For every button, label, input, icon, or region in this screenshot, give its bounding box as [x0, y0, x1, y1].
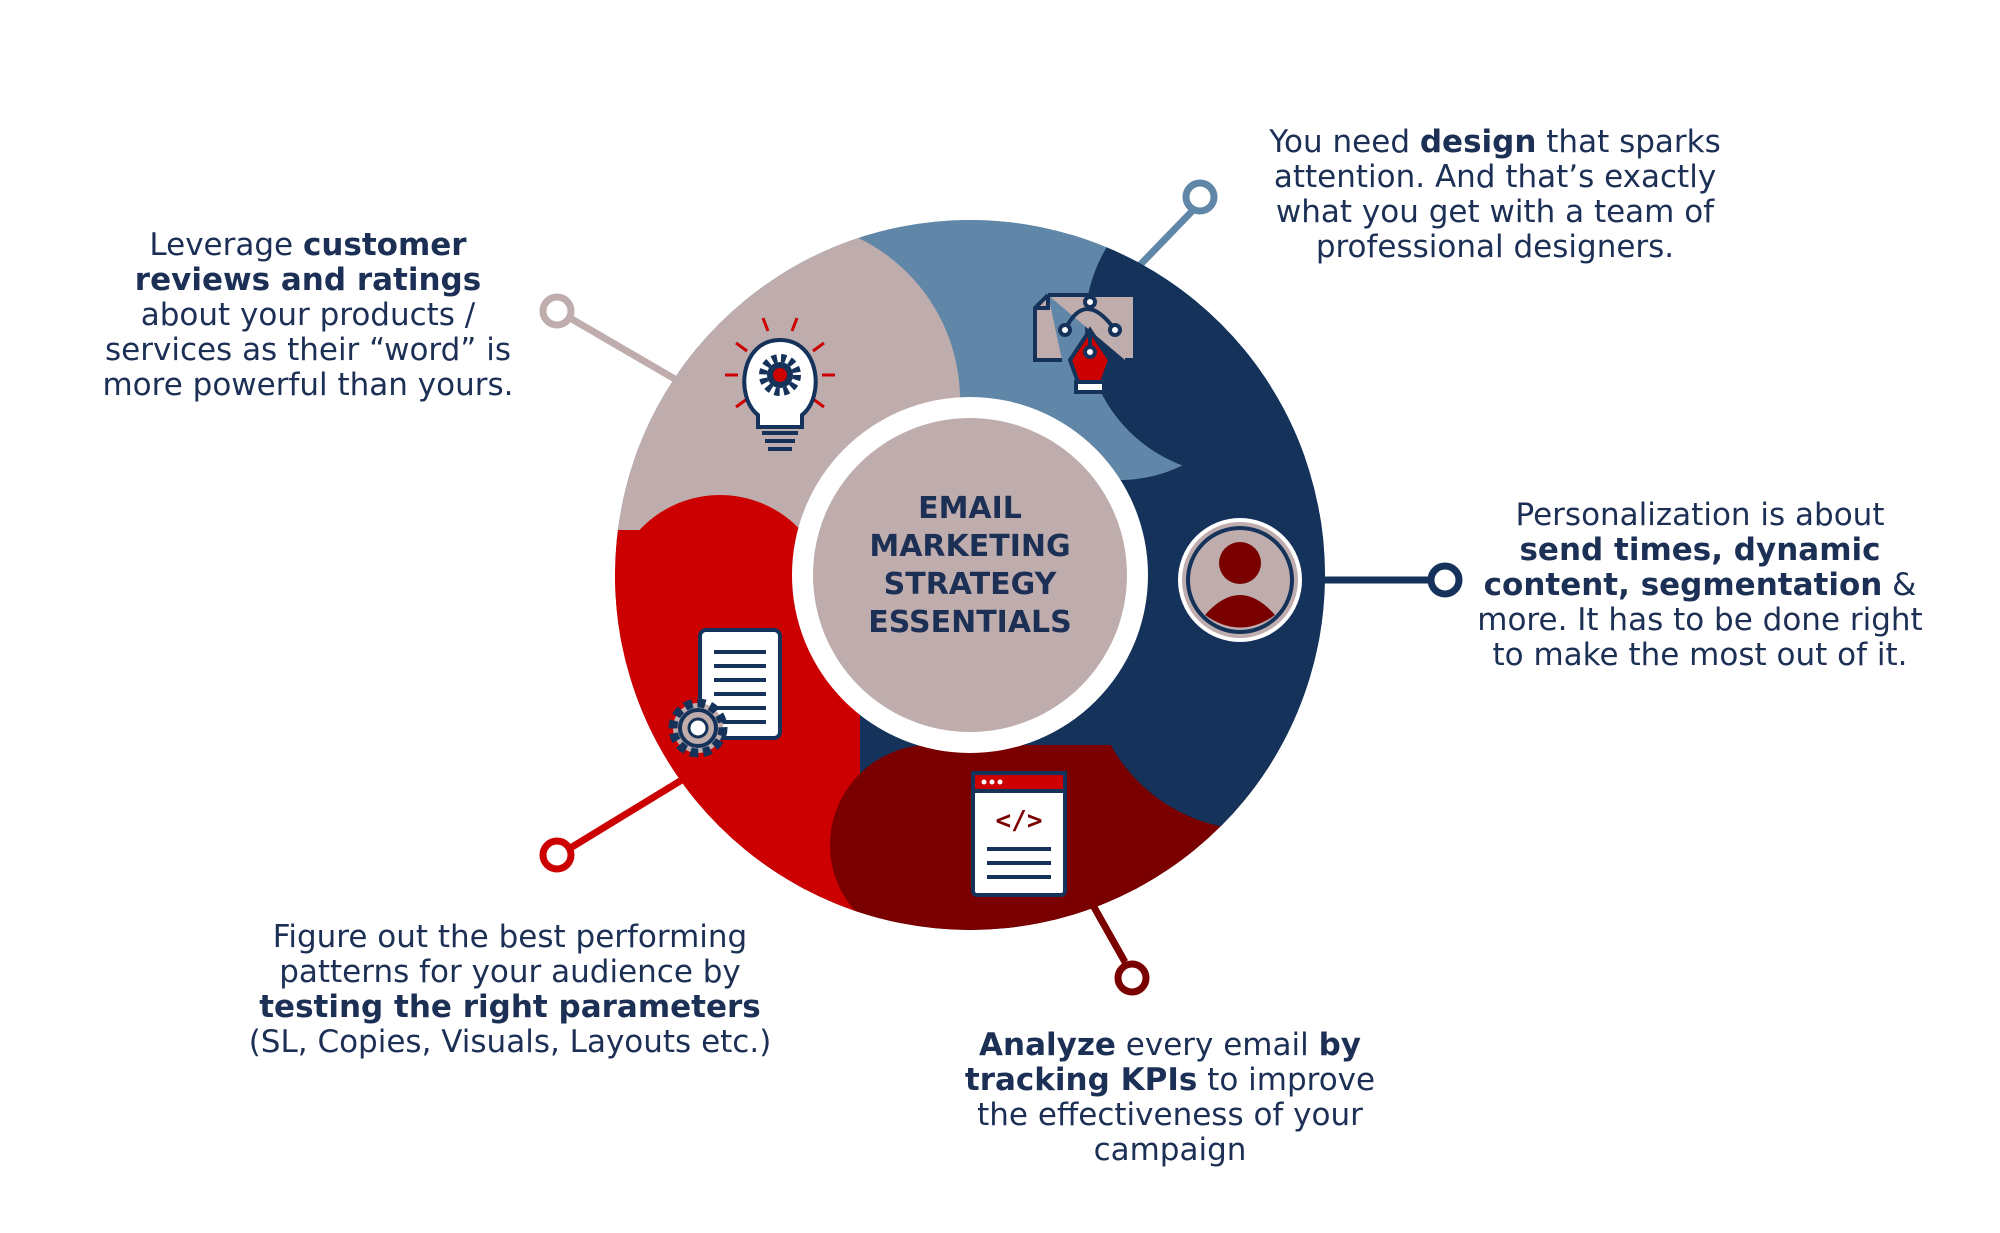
- analyze-callout-bold-kpis: by tracking KPIs: [964, 1027, 1361, 1098]
- analyze-callout-post: to improve the effectiveness of your cam…: [977, 1062, 1376, 1168]
- design-callout: You need design that sparks attention. A…: [1245, 125, 1745, 265]
- code-window-icon: </>: [971, 771, 1067, 897]
- hub: [813, 418, 1127, 732]
- center-title: EMAIL MARKETING STRATEGY ESSENTIALS: [830, 490, 1110, 642]
- personalization-callout-pre: Personalization is about: [1515, 497, 1885, 533]
- personalization-callout-post: & more. It has to be done right to make …: [1477, 567, 1923, 673]
- center-title-line: ESSENTIALS: [868, 605, 1072, 640]
- reviews-callout: Leverage customer reviews and ratings ab…: [88, 228, 528, 403]
- user-avatar-icon: [1178, 518, 1302, 642]
- testing-callout-bold: testing the right parameters: [259, 989, 761, 1025]
- analyze-callout-mid: every email: [1115, 1027, 1319, 1063]
- design-callout-bold: design: [1419, 124, 1537, 160]
- reviews-callout-bold: customer reviews and ratings: [134, 227, 482, 298]
- pen-tool-icon: [1033, 293, 1137, 394]
- connector-analyze: [1086, 898, 1150, 996]
- analyze-callout-bold: Analyze: [979, 1027, 1116, 1063]
- design-callout-pre: You need: [1269, 124, 1420, 160]
- lightbulb-gear-icon: [725, 317, 835, 451]
- testing-callout: Figure out the best performing patterns …: [240, 920, 780, 1060]
- connector-reviews: [539, 293, 682, 386]
- svg-text:</>: </>: [996, 806, 1043, 836]
- testing-callout-pre: Figure out the best performing patterns …: [272, 919, 748, 990]
- personalization-callout: Personalization is about send times, dyn…: [1475, 498, 1925, 673]
- testing-callout-post: (SL, Copies, Visuals, Layouts etc.): [248, 1024, 772, 1060]
- connector-design: [1137, 179, 1218, 268]
- document-gear-icon: [668, 628, 782, 758]
- center-title-line: MARKETING: [869, 529, 1071, 564]
- center-title-line: STRATEGY: [883, 567, 1057, 602]
- center-title-line: EMAIL: [918, 491, 1022, 526]
- personalization-callout-bold: send times, dynamic content, segmentatio…: [1483, 532, 1883, 603]
- connector-testing: [539, 772, 692, 873]
- reviews-callout-post: about your products / services as their …: [102, 297, 514, 403]
- analyze-callout: Analyze every email by tracking KPIs to …: [940, 1028, 1400, 1168]
- reviews-callout-pre: Leverage: [149, 227, 303, 263]
- design-callout-post: that sparks attention. And that’s exactl…: [1273, 124, 1721, 265]
